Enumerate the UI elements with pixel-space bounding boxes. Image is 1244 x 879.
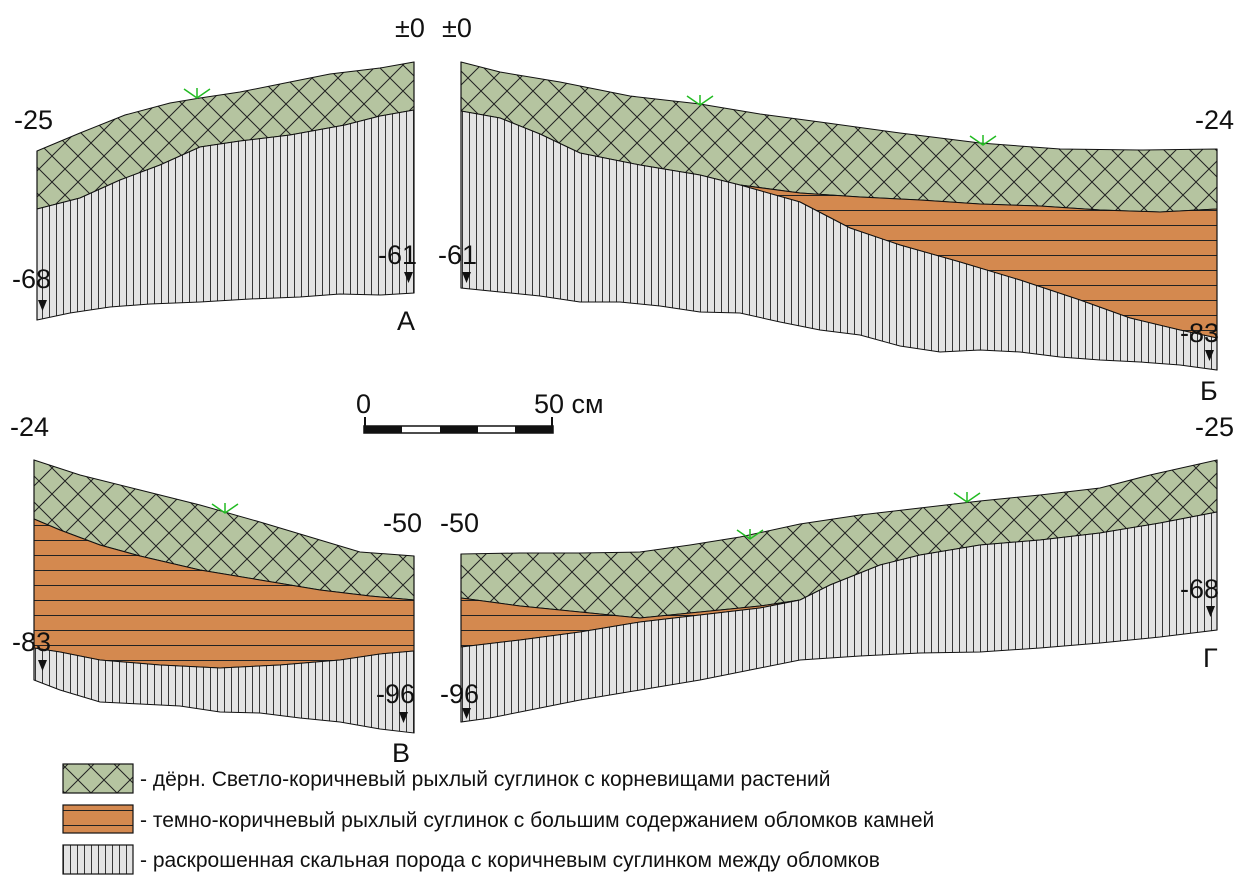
- legend-swatch-rock: [62, 844, 134, 875]
- profile-a-surface-right-depth: ±0: [395, 13, 425, 43]
- profile-g: -50 -25 -96 -68 Г: [440, 412, 1234, 723]
- profile-a-bottom-left-depth: -68: [12, 264, 51, 294]
- profile-b-bottom-right-depth: -83: [1180, 318, 1219, 348]
- legend-label-turf: - дёрн. Светло-коричневый рыхлый суглино…: [140, 768, 831, 791]
- profile-v-surface-right-depth: -50: [383, 508, 422, 538]
- legend: - дёрн. Светло-коричневый рыхлый суглино…: [62, 763, 934, 875]
- profile-v: -24 -50 -83 -96 В: [10, 412, 422, 768]
- profile-a: -25 ±0 -68 -61 А: [12, 13, 425, 336]
- profile-a-surface-left-depth: -25: [14, 105, 53, 135]
- depth-marker-icon: [38, 660, 47, 671]
- profile-b-letter: Б: [1200, 376, 1218, 406]
- profile-v-bottom-right-depth: -96: [376, 679, 415, 709]
- profile-b-surface-left-depth: ±0: [442, 13, 472, 43]
- legend-item-turf: - дёрн. Светло-коричневый рыхлый суглино…: [62, 763, 831, 794]
- profile-g-surface-left-depth: -50: [440, 508, 479, 538]
- legend-item-rock: - раскрошенная скальная порода с коричне…: [62, 844, 880, 875]
- legend-swatch-turf: [62, 763, 134, 794]
- profile-g-letter: Г: [1203, 643, 1218, 673]
- profile-b-bottom-left-depth: -61: [438, 240, 477, 270]
- profile-b-surface-right-depth: -24: [1195, 105, 1234, 135]
- grass-tuft-icon: [736, 529, 764, 540]
- grass-tuft-icon: [686, 95, 714, 106]
- profile-b-rock-layer: [460, 110, 1218, 371]
- grass-tuft-icon: [953, 492, 981, 503]
- grass-tuft-icon: [211, 503, 239, 514]
- profile-a-letter: А: [397, 306, 415, 336]
- profile-v-rock-layer: [33, 647, 415, 734]
- legend-label-rock: - раскрошенная скальная порода с коричне…: [140, 849, 880, 872]
- profile-a-bottom-right-depth: -61: [378, 240, 417, 270]
- profile-g-surface-right-depth: -25: [1195, 412, 1234, 442]
- profile-v-surface-left-depth: -24: [10, 412, 49, 442]
- depth-marker-icon: [404, 272, 413, 283]
- depth-marker-icon: [1206, 606, 1215, 617]
- profile-v-letter: В: [392, 738, 410, 768]
- profile-g-bottom-left-depth: -96: [440, 679, 479, 709]
- scale-bar: 0 50 см: [356, 389, 604, 434]
- profile-v-bottom-left-depth: -83: [12, 627, 51, 657]
- profile-g-bottom-right-depth: -68: [1180, 574, 1219, 604]
- depth-marker-icon: [1205, 350, 1214, 361]
- depth-marker-icon: [399, 712, 408, 723]
- profile-b: ±0 -24 -61 -83 Б: [438, 13, 1234, 406]
- legend-label-loam: - темно-коричневый рыхлый суглинок с бол…: [140, 809, 934, 832]
- scale-bar-end-label: 50 см: [534, 389, 604, 419]
- scale-bar-start-label: 0: [356, 389, 371, 419]
- legend-item-loam: - темно-коричневый рыхлый суглинок с бол…: [62, 804, 934, 834]
- depth-marker-icon: [462, 708, 471, 719]
- depth-marker-icon: [462, 272, 471, 283]
- grass-tuft-icon: [969, 135, 997, 146]
- grass-tuft-icon: [183, 88, 211, 99]
- legend-swatch-loam: [62, 804, 134, 834]
- depth-marker-icon: [38, 300, 47, 311]
